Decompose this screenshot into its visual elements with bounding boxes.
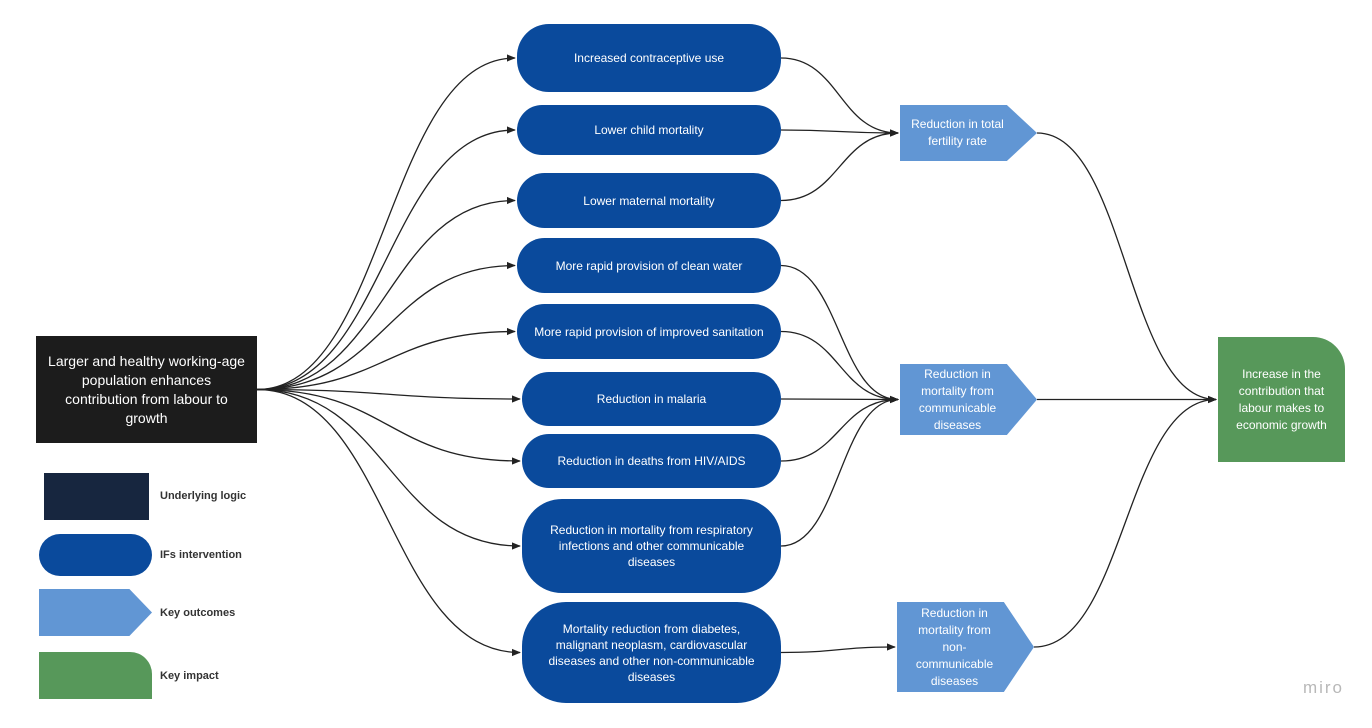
- node-label: Increase in the contribution that labour…: [1236, 366, 1327, 432]
- node-label: Mortality reduction from diabetes, malig…: [548, 621, 755, 684]
- connector-i1-to-o1: [780, 57, 899, 137]
- node-intervention-contraceptive-use[interactable]: Increased contraceptive use: [517, 24, 781, 92]
- connector-logic-to-i8: [256, 388, 521, 550]
- node-key-impact[interactable]: Increase in the contribution that labour…: [1218, 337, 1345, 462]
- node-underlying-logic[interactable]: Larger and healthy working-age populatio…: [36, 336, 257, 443]
- node-label: Reduction in mortality from respiratory …: [550, 523, 753, 569]
- node-label: Larger and healthy working-age populatio…: [48, 352, 245, 426]
- node-intervention-hiv-aids[interactable]: Reduction in deaths from HIV/AIDS: [522, 434, 781, 488]
- node-label: Reduction in deaths from HIV/AIDS: [557, 454, 746, 468]
- node-outcome-non-communicable-diseases[interactable]: Reduction in mortality from non-communic…: [897, 602, 1034, 692]
- legend-swatch-underlying-logic: [44, 473, 149, 520]
- node-label: More rapid provision of improved sanitat…: [534, 324, 764, 339]
- legend-swatch-key-impact: [39, 652, 152, 699]
- connector-o1-to-impact: [1036, 132, 1217, 404]
- node-outcome-fertility-rate[interactable]: Reduction in total fertility rate: [900, 105, 1037, 161]
- node-intervention-improved-sanitation[interactable]: More rapid provision of improved sanitat…: [517, 304, 781, 359]
- connector-i8-to-o2: [780, 395, 899, 547]
- legend-label-ifs-intervention: IFs intervention: [160, 549, 242, 561]
- connector-logic-to-i7: [256, 388, 521, 465]
- connector-logic-to-i9: [256, 388, 521, 657]
- connector-o3-to-impact: [1033, 395, 1217, 648]
- legend-label-underlying-logic: Underlying logic: [160, 490, 247, 502]
- connector-logic-to-i5: [256, 327, 516, 391]
- connector-i5-to-o2: [780, 330, 899, 404]
- miro-watermark: miro: [1302, 678, 1344, 697]
- connector-i4-to-o2: [780, 264, 899, 404]
- node-intervention-non-communicable-diseases[interactable]: Mortality reduction from diabetes, malig…: [522, 602, 781, 703]
- node-intervention-respiratory-infections[interactable]: Reduction in mortality from respiratory …: [522, 499, 781, 593]
- node-label: Increased contraceptive use: [573, 51, 725, 65]
- connector-i2-to-o1: [780, 129, 899, 137]
- node-intervention-maternal-mortality[interactable]: Lower maternal mortality: [517, 173, 781, 228]
- connector-logic-to-i1: [256, 54, 516, 391]
- node-intervention-malaria[interactable]: Reduction in malaria: [522, 372, 781, 426]
- node-label: Reduction in malaria: [596, 392, 707, 406]
- node-outcome-communicable-diseases[interactable]: Reduction in mortality from communicable…: [900, 364, 1037, 435]
- legend-swatch-key-outcomes: [39, 589, 152, 636]
- node-label: Lower child mortality: [594, 123, 704, 137]
- connector-i9-to-o3: [780, 643, 896, 654]
- connector-logic-to-i2: [256, 126, 516, 391]
- node-label: Lower maternal mortality: [583, 193, 715, 208]
- node-label: Reduction in mortality from communicable…: [918, 366, 997, 432]
- node-label: More rapid provision of clean water: [555, 258, 743, 273]
- node-intervention-clean-water[interactable]: More rapid provision of clean water: [517, 238, 781, 293]
- connector-i6-to-o2: [780, 395, 899, 404]
- connector-i7-to-o2: [780, 395, 899, 462]
- connector-logic-to-i6: [256, 388, 521, 403]
- node-label: Reduction in mortality from non-communic…: [915, 605, 994, 688]
- node-label: Reduction in total fertility rate: [911, 117, 1004, 148]
- legend-label-key-outcomes: Key outcomes: [160, 607, 236, 619]
- node-intervention-child-mortality[interactable]: Lower child mortality: [517, 105, 781, 155]
- connector-i3-to-o1: [780, 129, 899, 202]
- connector-logic-to-i4: [256, 261, 516, 391]
- legend-swatch-ifs-intervention: [39, 534, 152, 576]
- legend-label-key-impact: Key impact: [160, 670, 219, 682]
- connector-logic-to-i3: [256, 196, 516, 391]
